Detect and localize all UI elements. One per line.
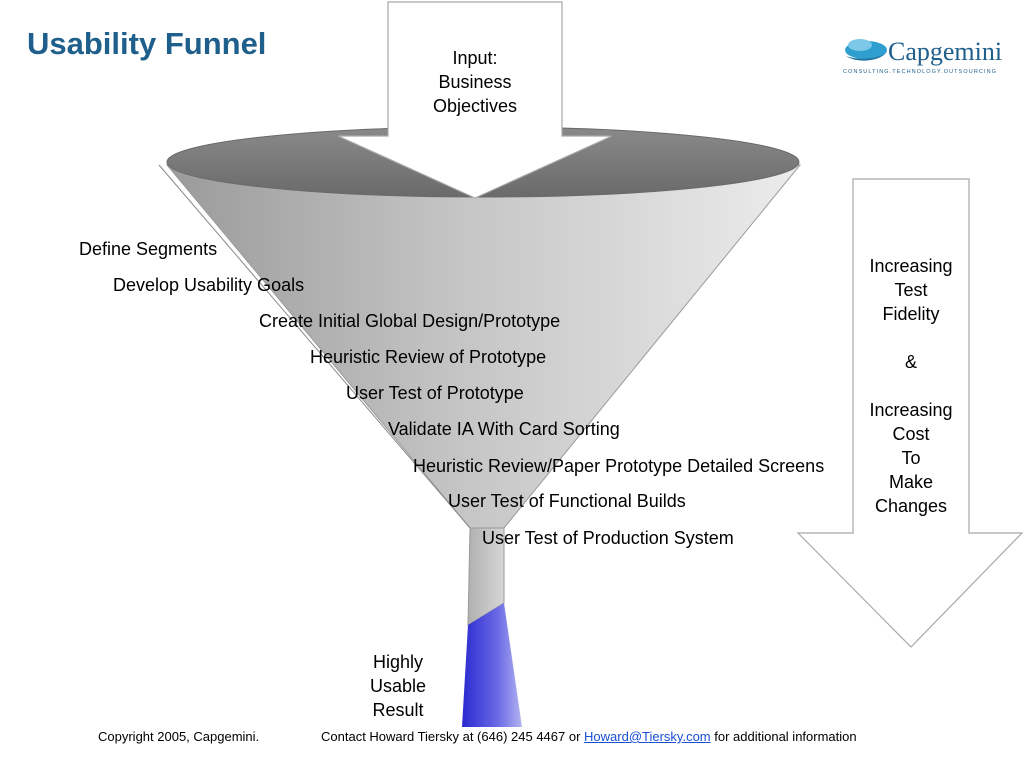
input-label-line: Input: (452, 48, 498, 68)
result-label: Highly Usable Result (348, 650, 448, 722)
footer-contact-suffix: for additional information (710, 729, 857, 744)
step-heuristic-review-detailed: Heuristic Review/Paper Prototype Detaile… (413, 456, 825, 476)
result-label-line: Highly (372, 652, 424, 672)
result-stream (462, 603, 522, 727)
footer-contact: Contact Howard Tiersky at (646) 245 4467… (321, 729, 857, 744)
step-develop-usability-goals: Develop Usability Goals (113, 275, 305, 295)
input-label: Input: Business Objectives (400, 46, 550, 118)
capgemini-logo-icon (845, 39, 887, 61)
side-label-line: Increasing (869, 400, 953, 420)
side-label-line: Test (894, 280, 928, 300)
side-label-line: To (901, 448, 921, 468)
input-label-line: Business (438, 72, 512, 92)
footer-copyright: Copyright 2005, Capgemini. (98, 729, 260, 744)
footer-contact-prefix: Contact Howard Tiersky at (646) 245 4467… (321, 729, 585, 744)
input-arrow (337, 1, 613, 199)
step-user-test-production: User Test of Production System (482, 528, 734, 548)
input-label-line: Objectives (432, 96, 518, 116)
step-user-test-functional: User Test of Functional Builds (448, 491, 686, 511)
step-validate-ia: Validate IA With Card Sorting (388, 419, 620, 439)
result-label-line: Usable (369, 676, 427, 696)
side-label-line: Changes (874, 496, 948, 516)
side-arrow (796, 178, 1024, 648)
step-user-test-prototype: User Test of Prototype (346, 383, 524, 403)
side-label-line (855, 326, 967, 350)
page-title: Usability Funnel (27, 26, 267, 61)
side-label-line: & (904, 352, 917, 372)
logo-wordmark: Capgemini (888, 37, 1003, 66)
side-label-line (855, 374, 967, 398)
step-heuristic-review-prototype: Heuristic Review of Prototype (310, 347, 547, 367)
footer-email-link[interactable]: Howard@Tiersky.com (584, 729, 711, 744)
side-label-line: Cost (892, 424, 930, 444)
side-arrow-label: Increasing Test Fidelity & Increasing Co… (855, 254, 967, 518)
side-label-line: Fidelity (882, 304, 940, 324)
step-create-initial-design: Create Initial Global Design/Prototype (259, 311, 561, 331)
side-label-line: Increasing (869, 256, 953, 276)
logo-tagline: CONSULTING.TECHNOLOGY.OUTSOURCING (843, 69, 998, 75)
step-define-segments: Define Segments (79, 239, 218, 259)
result-label-line: Result (372, 700, 424, 720)
side-label-line: Make (888, 472, 933, 492)
